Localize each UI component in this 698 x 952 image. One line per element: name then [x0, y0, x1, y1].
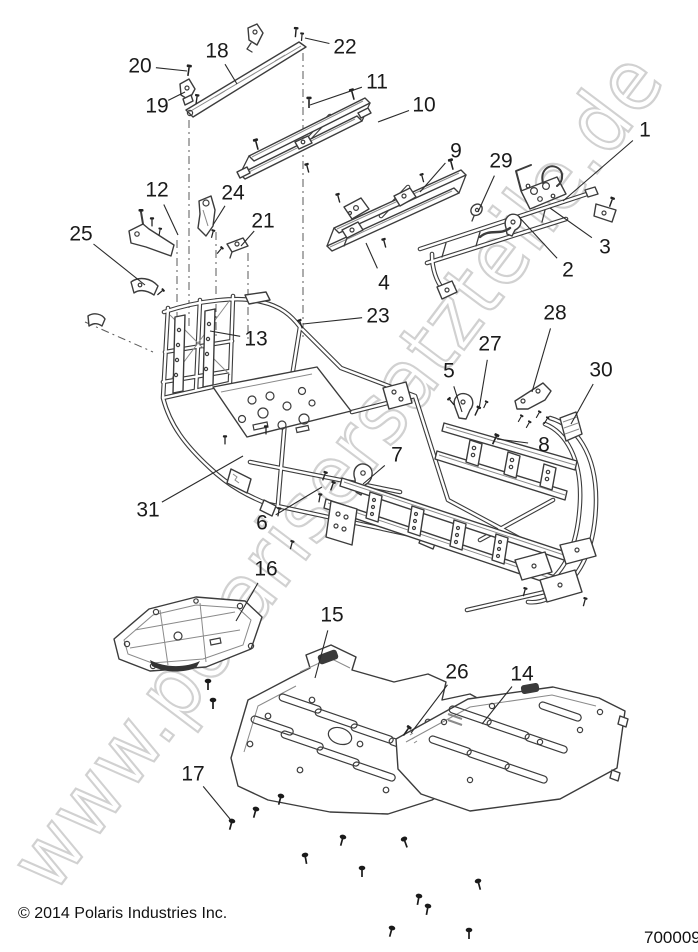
crossmember-part-9 [326, 157, 483, 252]
leader-line-29 [477, 175, 495, 213]
frame-tubes [160, 113, 599, 613]
leader-line-19 [167, 91, 186, 101]
leader-line-27 [478, 359, 488, 410]
copyright-notice: © 2014 Polaris Industries Inc. [18, 905, 228, 922]
alignment-dash-lines [84, 53, 304, 353]
leader-line-13 [209, 330, 241, 337]
rear-frame-section [434, 382, 597, 608]
leader-line-16 [235, 582, 259, 622]
drawing-number: 700009 [644, 928, 698, 947]
leader-line-25 [93, 243, 146, 286]
leader-line-28 [531, 328, 552, 393]
leader-line-14 [481, 686, 513, 725]
leader-line-24 [212, 205, 226, 226]
leader-line-26 [410, 684, 448, 734]
front-bumper-assembly-parts-1-2-3 [436, 164, 617, 300]
leader-line-3 [549, 207, 593, 239]
leader-line-8 [496, 438, 529, 444]
leader-line-4 [365, 242, 378, 269]
leader-line-6 [275, 486, 323, 516]
leader-line-20 [155, 67, 188, 72]
mount-brackets-parts-12-24-21-25 [87, 195, 249, 327]
leader-line-9 [419, 162, 446, 193]
leader-line-1 [562, 140, 634, 202]
callout-leader-lines [93, 37, 634, 820]
leader-line-23 [302, 317, 363, 325]
leader-line-18 [224, 63, 238, 85]
crossmember-part-10 [236, 87, 372, 180]
leader-line-17 [202, 786, 231, 820]
skid-plate-part-14 [395, 682, 629, 812]
leader-line-5 [453, 386, 463, 413]
support-bar-part-18 [179, 23, 307, 118]
leader-line-12 [163, 204, 179, 236]
leader-line-11 [309, 86, 363, 106]
leader-line-31 [161, 455, 244, 503]
leader-line-7 [362, 464, 386, 485]
leader-line-10 [377, 109, 410, 123]
leader-line-15 [314, 630, 329, 679]
mounting-screws-part-17 [225, 792, 485, 940]
leader-line-2 [518, 216, 558, 259]
leader-line-21 [240, 230, 255, 247]
leader-line-22 [304, 37, 330, 45]
skid-plate-part-16 [113, 596, 263, 672]
leader-line-30 [570, 383, 594, 425]
